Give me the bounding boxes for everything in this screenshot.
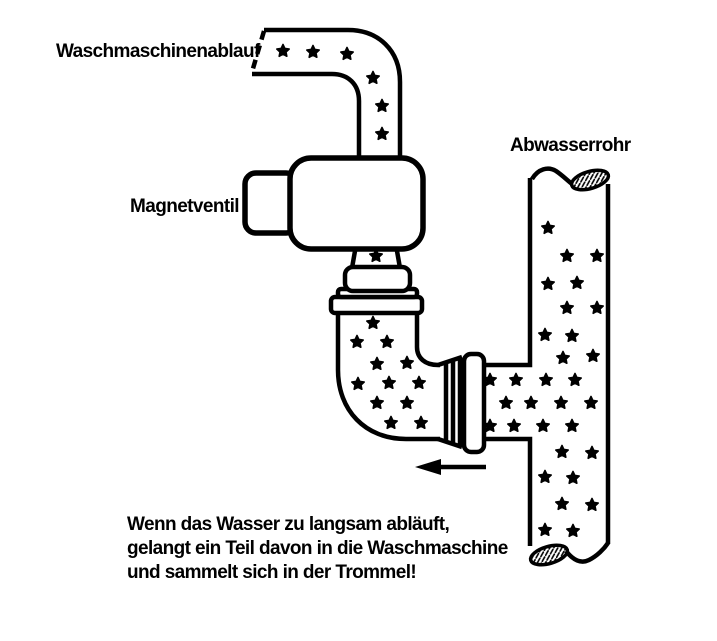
star-water-symbol (566, 470, 580, 485)
star-water-symbol (370, 356, 384, 371)
star-water-symbol (585, 445, 599, 460)
star-water-symbol (524, 395, 538, 410)
star-water-symbol (400, 395, 414, 410)
star-water-symbol (584, 395, 598, 410)
star-water-symbol (350, 334, 364, 349)
drain-pipe-outer-edge (264, 27, 403, 158)
star-water-symbol (380, 334, 394, 349)
star-water-symbol (375, 98, 389, 113)
star-water-symbol (538, 469, 552, 484)
flow-arrow (415, 459, 486, 475)
star-water-symbol (509, 372, 523, 387)
waste-pipe-top-break-wave (530, 166, 574, 186)
star-water-symbol (541, 220, 555, 235)
valve-body (287, 155, 426, 252)
washer-drain-pipe (249, 27, 403, 158)
star-water-symbol (568, 372, 582, 387)
star-water-symbol (507, 418, 521, 433)
star-water-symbol (556, 350, 570, 365)
star-water-symbol (538, 327, 552, 342)
star-water-symbol (565, 418, 579, 433)
left-arrow-icon (415, 459, 441, 475)
star-water-symbol (565, 328, 579, 343)
elbow-outer-edge (335, 313, 440, 442)
star-water-symbol (585, 497, 599, 512)
star-water-symbol (366, 315, 380, 330)
star-water-symbol (570, 275, 584, 290)
star-water-symbol (382, 375, 396, 390)
star-water-symbol (366, 70, 380, 85)
label-washer-drain: Waschmaschinenablauf (56, 41, 260, 62)
waste-pipe-lower-left-wall (484, 436, 533, 546)
hatched-break-ellipse-bottom (528, 543, 570, 567)
waste-pipe-upper-left-wall (484, 178, 533, 368)
waste-pipe-bottom-break-wave (564, 541, 610, 564)
caption: Wenn das Wasser zu langsam abläuft, gela… (127, 513, 508, 585)
label-magnet-valve: Magnetventil (130, 196, 240, 217)
star-water-symbol (536, 418, 550, 433)
star-water-symbol (555, 496, 569, 511)
star-water-symbol (539, 372, 553, 387)
star-water-symbol (554, 395, 568, 410)
star-water-symbol (306, 44, 320, 59)
hatched-break-ellipse-top (569, 168, 611, 192)
star-water-symbol (586, 348, 600, 363)
coupling-ribs (437, 354, 463, 450)
valve-flange (328, 294, 425, 316)
magnet-valve (242, 155, 426, 316)
drain-pipe-break-edge (249, 30, 267, 73)
star-water-symbol (541, 276, 555, 291)
star-water-symbol (590, 300, 604, 315)
waste-pipe (484, 166, 611, 567)
star-water-symbol (400, 355, 414, 370)
caption-line-3: und sammelt sich in der Trommel! (127, 562, 417, 583)
star-water-symbol (538, 522, 552, 537)
star-water-symbol (555, 444, 569, 459)
label-waste-pipe: Abwasserrohr (510, 135, 631, 156)
star-water-symbol (276, 43, 290, 58)
star-water-symbol (566, 523, 580, 538)
star-water-symbol (384, 415, 398, 430)
star-water-symbol (340, 46, 354, 61)
star-water-symbol (499, 395, 513, 410)
caption-line-2: gelangt ein Teil davon in die Waschmasch… (127, 538, 508, 559)
elbow-inner-edge (414, 313, 440, 368)
star-water-symbol (370, 395, 384, 410)
star-water-symbol (590, 248, 604, 263)
valve-adapter (342, 264, 413, 294)
star-water-symbol (560, 248, 574, 263)
star-water-symbol (412, 375, 426, 390)
drain-pipe-inner-edge (252, 71, 362, 158)
star-water-symbol (560, 300, 574, 315)
drain-elbow (335, 313, 487, 455)
star-water-symbol (414, 415, 428, 430)
coupling-flange (461, 351, 487, 455)
star-water-symbol (375, 126, 389, 141)
star-water-symbol (351, 376, 365, 391)
caption-line-1: Wenn das Wasser zu langsam abläuft, (127, 514, 450, 535)
